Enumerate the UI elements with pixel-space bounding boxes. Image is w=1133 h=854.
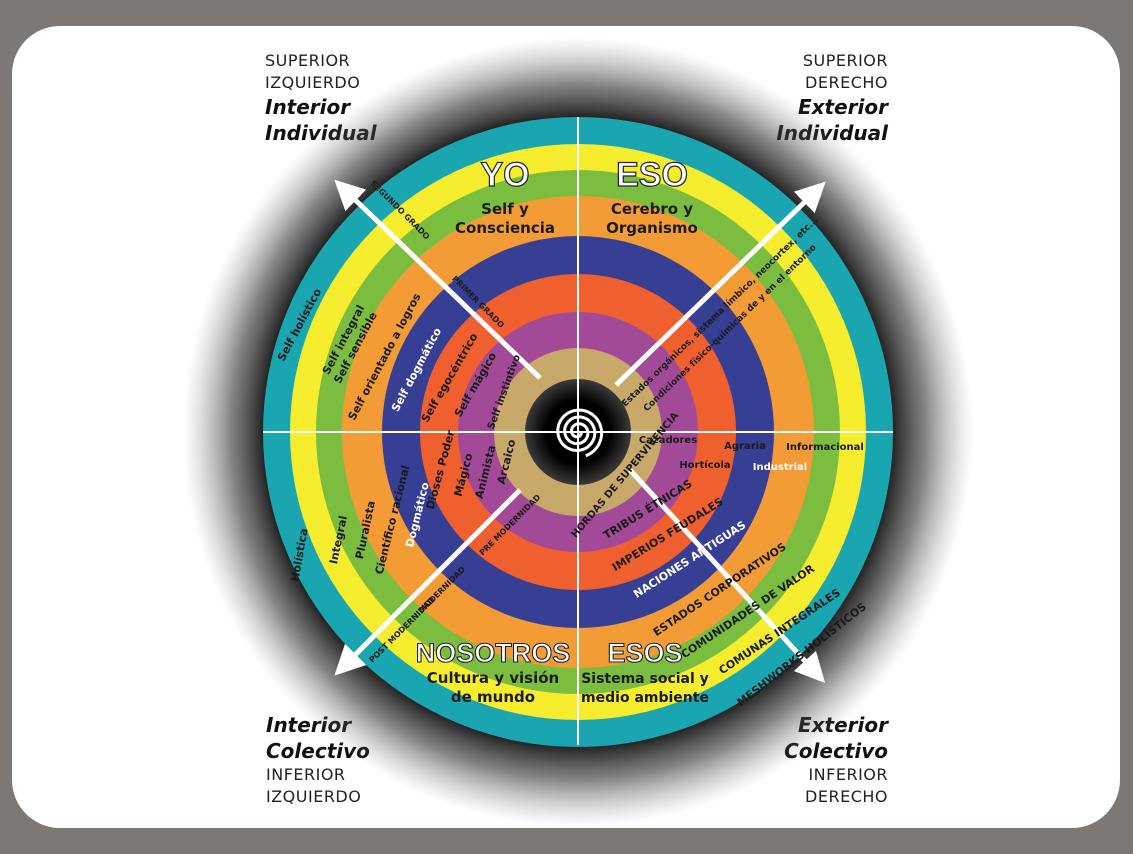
- eso-subtitle-line1: Cerebro y: [611, 200, 693, 218]
- yo-title: YO: [480, 156, 529, 194]
- upper-left-quadrant-line1: Interior: [265, 95, 351, 119]
- nosotros-title: NOSOTROS: [416, 638, 571, 668]
- lower-left-arrow: [334, 488, 522, 676]
- upper-right-position-line2: DERECHO: [805, 73, 888, 92]
- esos-subtitle-line2: medio ambiente: [581, 690, 709, 706]
- nosotros-subtitle-line1: Cultura y visión: [427, 669, 559, 687]
- esos-title: ESOS: [607, 638, 682, 668]
- economy-label-4: Industrial: [753, 462, 807, 473]
- lower-right-arrow: [628, 468, 826, 684]
- lower-right-position-line2: DERECHO: [805, 787, 888, 806]
- lower-left-position-line2: IZQUIERDO: [266, 787, 362, 806]
- eso-title: ESO: [616, 156, 688, 194]
- yo-subtitle-line1: Self y: [481, 200, 529, 218]
- economy-label-1: Cazadores: [639, 435, 697, 446]
- eso-subtitle-line2: Organismo: [606, 219, 698, 237]
- spiral-icon: [556, 408, 604, 458]
- upper-left-position-line1: SUPERIOR: [265, 51, 351, 70]
- upper-right-position-line1: SUPERIOR: [802, 51, 888, 70]
- nosotros-subtitle-line2: de mundo: [451, 688, 535, 706]
- lower-right-position-line1: INFERIOR: [808, 765, 888, 784]
- upper-left-arrow: [334, 179, 542, 380]
- lower-left-position-line1: INFERIOR: [266, 765, 346, 784]
- economy-label-5: Informacional: [786, 442, 864, 453]
- economy-label-3: Agraria: [724, 441, 766, 452]
- yo-subtitle-line2: Consciencia: [455, 219, 555, 237]
- economy-label-2: Hortícola: [679, 459, 730, 471]
- upper-left-position-line2: IZQUIERDO: [265, 73, 361, 92]
- lower-right-corner-label: Exterior Colectivo INFERIOR DERECHO: [784, 712, 888, 808]
- esos-subtitle-line1: Sistema social y: [581, 671, 709, 687]
- upper-right-arrow: [614, 181, 826, 387]
